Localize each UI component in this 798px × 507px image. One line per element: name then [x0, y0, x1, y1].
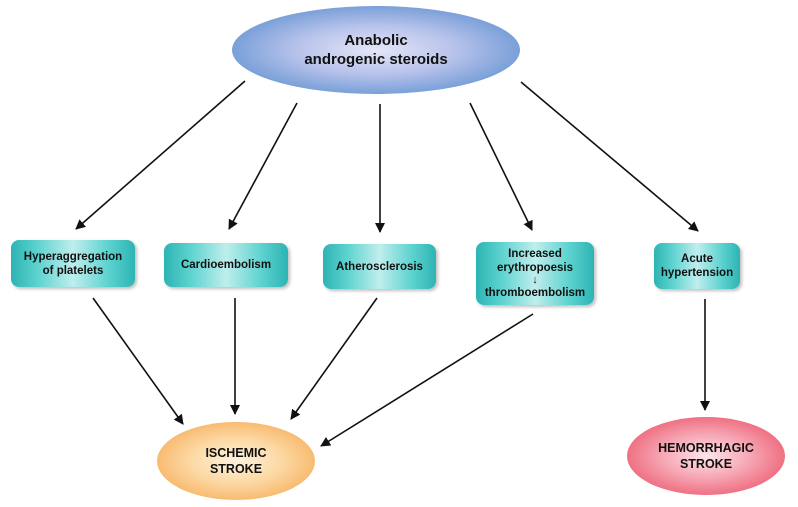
node-hypertension-line2: hypertension — [660, 267, 734, 279]
node-anabolic-androgenic-steroids: Anabolic androgenic steroids — [232, 6, 520, 94]
node-hemorrhagic-stroke: HEMORRHAGIC STROKE — [627, 417, 785, 495]
arrow-source-to-platelets — [75, 80, 246, 230]
node-hyperaggregation-of-platelets: Hyperaggregation of platelets — [11, 240, 135, 287]
arrow-platelets-to-ischemic — [92, 297, 184, 425]
node-hypertension-line1: Acute — [681, 253, 713, 265]
node-platelets-line2: of platelets — [42, 264, 104, 277]
node-platelets-line1: Hyperaggregation — [23, 250, 123, 263]
arrow-source-to-erythro — [469, 102, 533, 231]
node-atherosclerosis: Atherosclerosis — [323, 244, 436, 289]
node-acute-hypertension: Acute hypertension — [654, 243, 740, 289]
node-hemorrhagic-line1: HEMORRHAGIC — [658, 441, 754, 455]
node-source-line2: androgenic steroids — [304, 51, 448, 68]
arrow-erythro-to-ischemic — [320, 313, 534, 447]
arrow-source-to-cardio — [228, 102, 298, 230]
node-erythro-line1: Increased — [508, 248, 562, 260]
arrow-athero-to-ischemic — [290, 297, 378, 420]
arrow-source-to-hypertension — [520, 81, 699, 232]
node-cardio-label: Cardioembolism — [180, 259, 272, 271]
node-ischemic-line1: ISCHEMIC — [205, 446, 267, 460]
node-ischemic-line2: STROKE — [209, 462, 263, 476]
down-arrow-icon: ↓ — [532, 274, 538, 286]
node-increased-erythropoesis: Increased erythropoesis ↓ thromboembolis… — [476, 242, 594, 305]
node-athero-label: Atherosclerosis — [336, 260, 423, 273]
node-ischemic-stroke: ISCHEMIC STROKE — [157, 422, 315, 500]
node-erythro-line2: erythropoesis — [496, 262, 574, 274]
node-erythro-line3: thromboembolism — [484, 287, 586, 299]
node-source-line1: Anabolic — [344, 32, 408, 49]
node-hemorrhagic-line2: STROKE — [679, 457, 733, 471]
node-cardioembolism: Cardioembolism — [164, 243, 288, 287]
